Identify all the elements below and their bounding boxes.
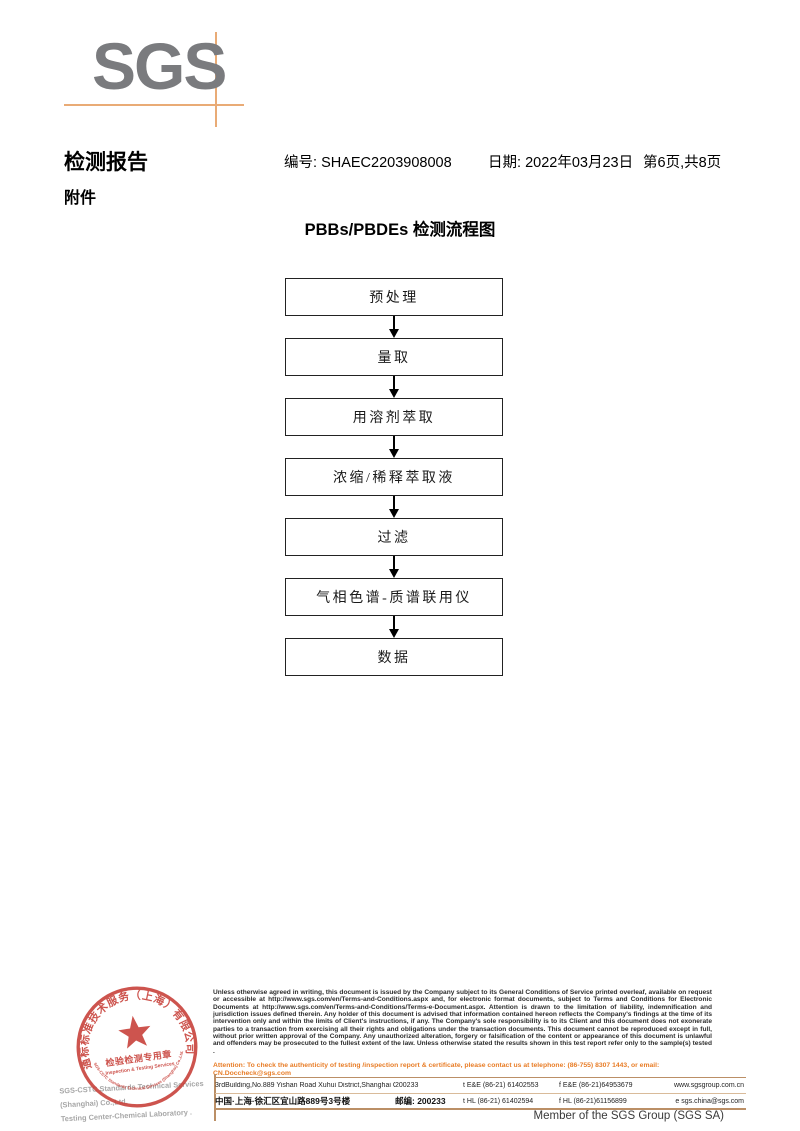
logo-vertical-line [215, 32, 217, 127]
arrow-down-icon [389, 376, 399, 398]
address-cn: 中国·上海·徐汇区宜山路889号3号楼 [215, 1096, 351, 1106]
flow-step-solvent-extraction: 用溶剂萃取 [285, 398, 503, 436]
report-date-value: 2022年03月23日 [525, 155, 634, 171]
address-block: 3rdBuilding,No.889 Yishan Road Xuhui Dis… [215, 1077, 746, 1110]
star-icon [118, 1015, 151, 1049]
flow-step-pretreatment: 预处理 [285, 278, 503, 316]
arrow-down-icon [389, 496, 399, 518]
logo-horizontal-line [64, 104, 244, 106]
legal-disclaimer: Unless otherwise agreed in writing, this… [213, 989, 712, 1055]
attention-notice: Attention: To check the authenticity of … [213, 1062, 660, 1077]
attachment-label: 附件 [64, 190, 97, 207]
inspection-stamp-seal: 通标标准技术服务（上海）有限公司 SGS-CSTC Standards Tech… [70, 981, 200, 1110]
sgs-membership-note: Member of the SGS Group (SGS SA) [533, 1110, 724, 1122]
postcode-cn: 邮编: 200233 [395, 1096, 446, 1106]
stamp-svg: 通标标准技术服务（上海）有限公司 SGS-CSTC Standards Tech… [70, 981, 198, 1108]
arrow-down-icon [389, 316, 399, 338]
sgs-logo-text: SGS [92, 29, 227, 103]
address-en: 3rdBuilding,No.889 Yishan Road Xuhui Dis… [215, 1082, 395, 1089]
fax-cn: f HL (86-21)61156899 [559, 1097, 627, 1105]
fax-en: f E&E (86-21)64953679 [559, 1082, 633, 1089]
flow-step-data: 数据 [285, 638, 503, 676]
report-title: 检测报告 [64, 151, 148, 174]
arrow-down-icon [389, 556, 399, 578]
arrow-down-icon [389, 436, 399, 458]
postcode-en: 200233 [395, 1082, 419, 1089]
report-date-label: 日期: [488, 155, 526, 171]
email-link[interactable]: e sgs.china@sgs.com [675, 1097, 744, 1105]
report-number: 编号: SHAEC2203908008 [284, 151, 452, 172]
flow-step-measure: 量取 [285, 338, 503, 376]
website-link[interactable]: www.sgsgroup.com.cn [673, 1082, 744, 1089]
flowchart: 预处理 量取 用溶剂萃取 浓缩/稀释萃取液 过滤 气相色谱-质谱联用仪 数据 [285, 278, 503, 676]
report-number-label: 编号: [284, 155, 322, 171]
address-left-rule [214, 1074, 216, 1121]
flow-step-gcms: 气相色谱-质谱联用仪 [285, 578, 503, 616]
phone-cn: t HL (86-21) 61402594 [463, 1097, 534, 1105]
sgs-logo: SGS [62, 22, 262, 132]
flowchart-title: PBBs/PBDEs 检测流程图 [304, 221, 496, 239]
address-row-en: 3rdBuilding,No.889 Yishan Road Xuhui Dis… [215, 1078, 746, 1093]
arrow-down-icon [389, 616, 399, 638]
flow-step-concentrate-dilute: 浓缩/稀释萃取液 [285, 458, 503, 496]
stamp-circle [76, 986, 198, 1108]
page-indicator: 第6页,共8页 [643, 155, 722, 171]
report-number-value: SHAEC2203908008 [321, 155, 452, 171]
phone-en: t E&E (86-21) 61402553 [463, 1082, 539, 1089]
report-date: 日期: 2022年03月23日 [488, 151, 633, 172]
flow-step-filter: 过滤 [285, 518, 503, 556]
address-row-cn: 中国·上海·徐汇区宜山路889号3号楼 邮编: 200233 t HL (86-… [215, 1093, 746, 1108]
